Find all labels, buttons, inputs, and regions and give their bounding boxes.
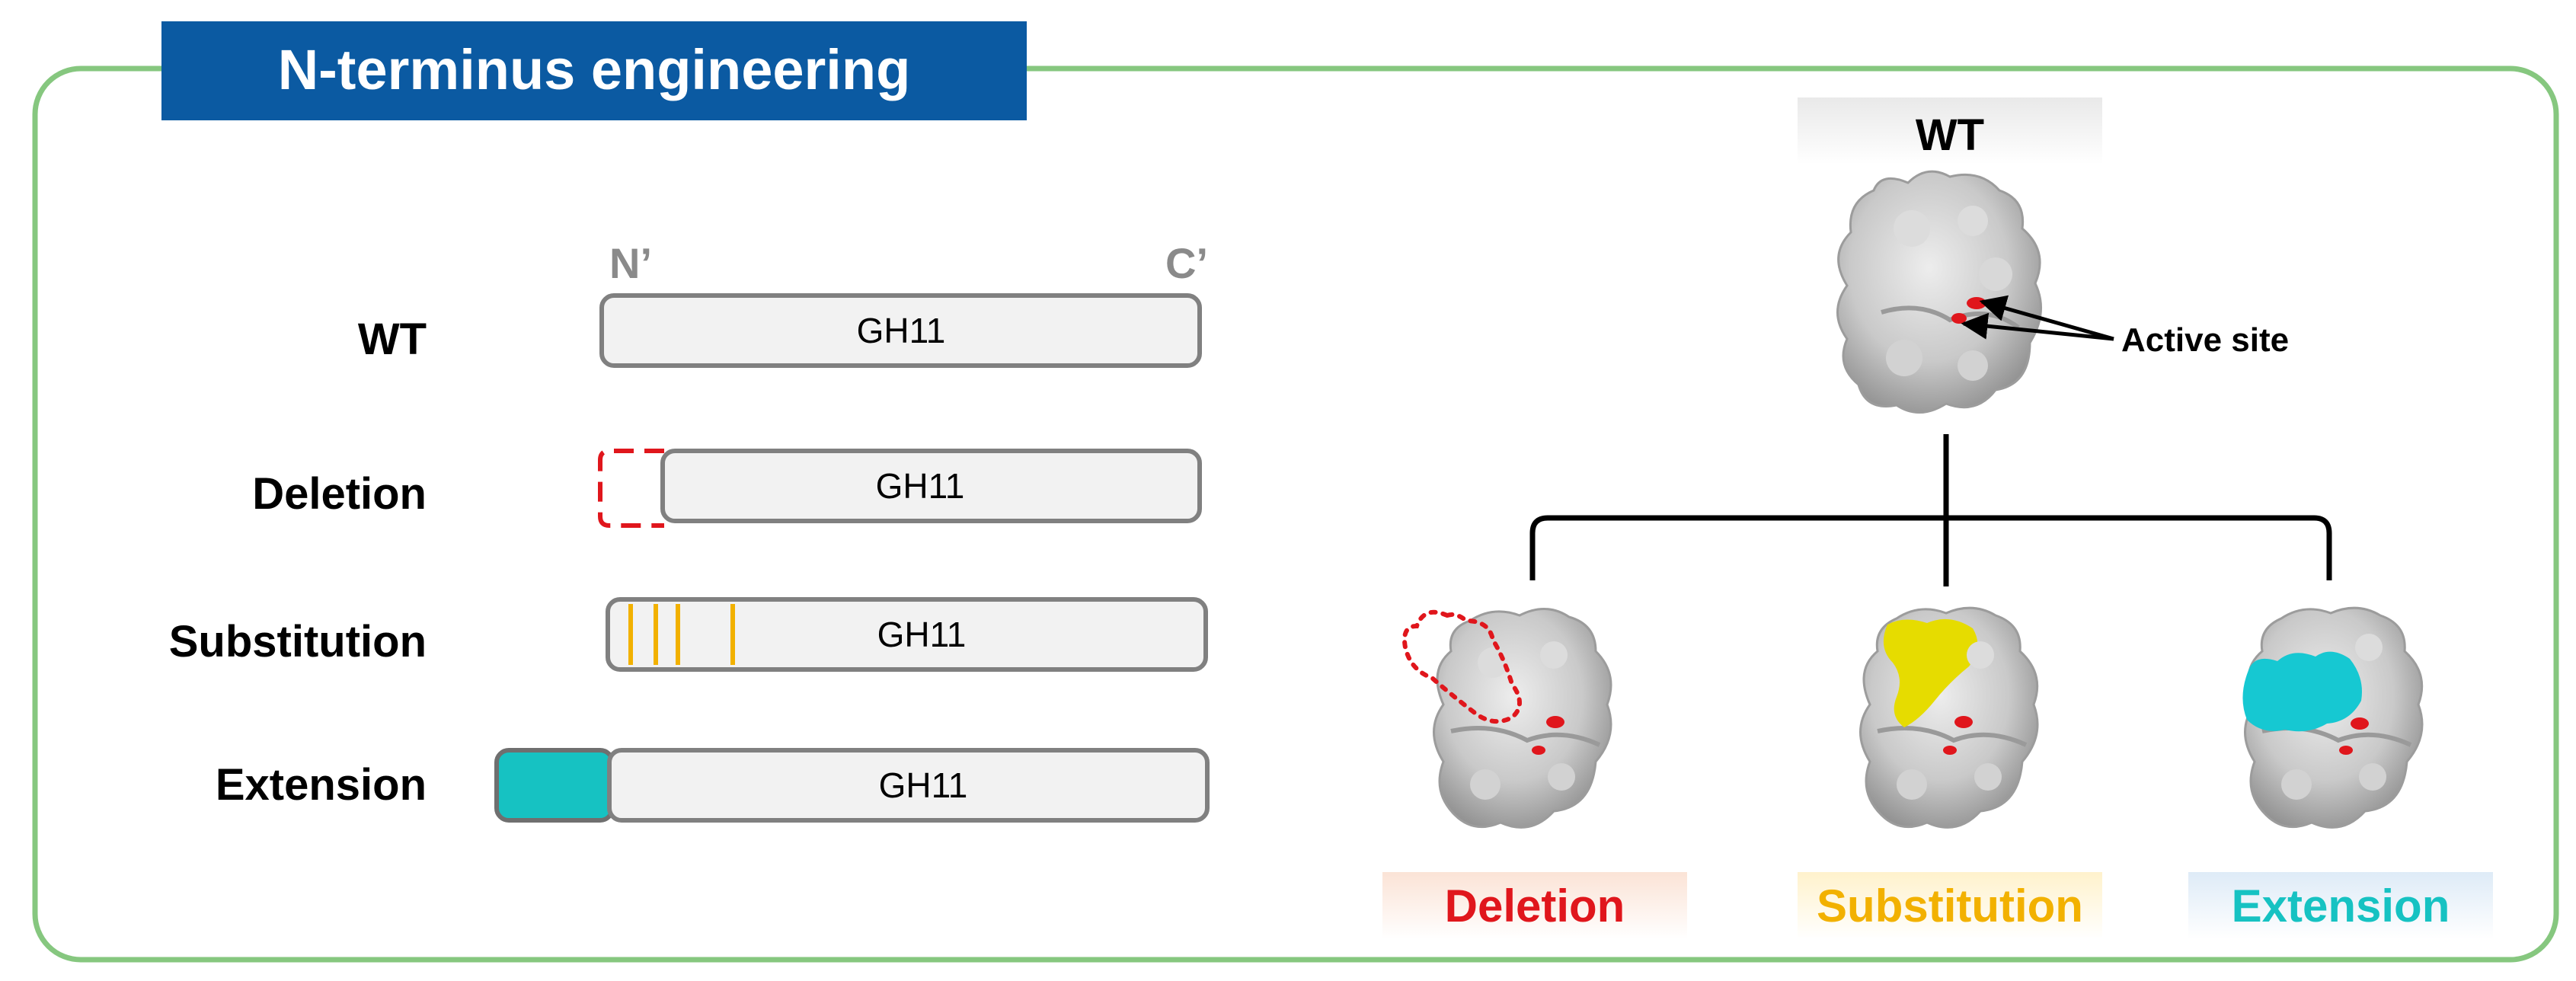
- wt-protein-surface: [1836, 170, 2043, 414]
- wt-structure-tag: [1798, 97, 2102, 165]
- panel-title-background: [161, 21, 1027, 120]
- active-site-pointer-1: [1979, 295, 2114, 341]
- linear-maps: N’ C’ WT Deletion Substitution Extension…: [169, 239, 1210, 823]
- substitution-domain-bar: [606, 597, 1208, 672]
- extension-protein-surface: [2242, 606, 2424, 829]
- wt-domain-bar: [599, 293, 1202, 368]
- extension-domain-label: GH11: [879, 765, 968, 805]
- row-label-deletion: Deletion: [252, 469, 427, 519]
- extension-domain-bar: [607, 748, 1210, 823]
- substitution-tag: [1798, 872, 2102, 939]
- active-site-label: Active site: [2121, 321, 2289, 359]
- deletion-tag: [1382, 872, 1687, 939]
- row-label-wt: WT: [358, 315, 427, 364]
- deletion-protein-surface: [1402, 608, 1612, 829]
- structure-panel: WT Active site: [1382, 97, 2493, 939]
- substitution-tag-label: Substitution: [1817, 880, 2083, 931]
- extension-tag: [2188, 872, 2493, 939]
- deletion-tag-label: Deletion: [1445, 880, 1625, 931]
- c-terminus-label: C’: [1165, 239, 1208, 287]
- n-terminus-label: N’: [609, 239, 652, 287]
- deletion-domain-label: GH11: [876, 466, 965, 506]
- substitution-protein-surface: [1859, 606, 2039, 829]
- branch-connector: [1529, 434, 2332, 586]
- row-label-extension: Extension: [216, 760, 427, 810]
- extension-tag-label: Extension: [2232, 880, 2450, 931]
- extension-segment: [494, 748, 615, 823]
- wt-domain-label: GH11: [857, 311, 946, 350]
- deletion-domain-bar: [660, 449, 1202, 523]
- active-site-pointer-2: [1961, 312, 2114, 341]
- substitution-domain-label: GH11: [877, 615, 967, 654]
- wt-structure-label: WT: [1916, 110, 1984, 160]
- row-label-substitution: Substitution: [169, 617, 427, 666]
- panel-frame: [32, 66, 2559, 963]
- panel-title: N-terminus engineering: [278, 38, 911, 101]
- deleted-segment-outline: [598, 449, 664, 528]
